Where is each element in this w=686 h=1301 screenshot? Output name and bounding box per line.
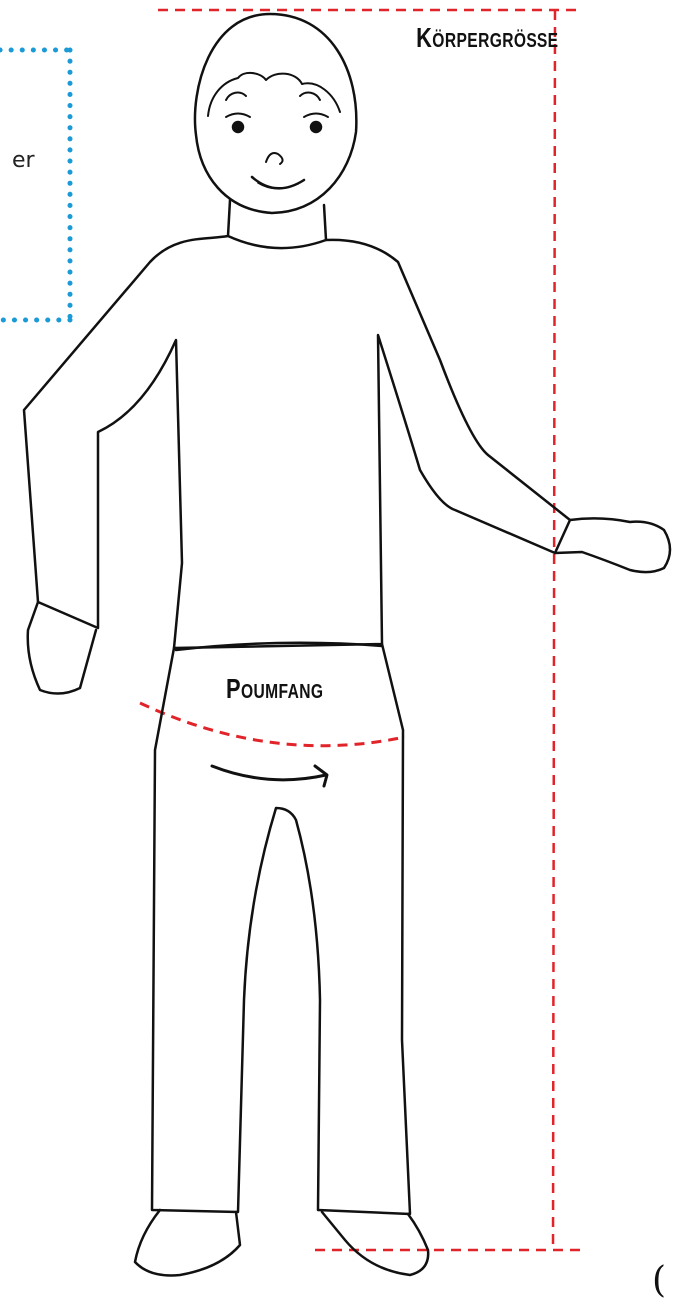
mouth <box>252 177 304 188</box>
sweater <box>24 236 570 648</box>
hip-measure-curve <box>140 703 405 746</box>
head <box>195 14 356 213</box>
hair <box>208 73 340 116</box>
left-hand <box>28 602 96 694</box>
curved-arrow-icon <box>212 766 327 786</box>
hip-circumference-label: Poumfang <box>226 673 323 705</box>
pants <box>152 644 410 1214</box>
left-shoe <box>135 1210 240 1275</box>
cut-off-text: er <box>12 148 35 173</box>
right-eye <box>311 122 321 132</box>
right-hand <box>555 518 670 572</box>
figure-outline <box>24 14 670 1275</box>
height-measure-lines <box>158 10 585 1250</box>
info-box-border <box>0 50 70 320</box>
body-height-label: Körpergröße <box>416 22 558 54</box>
corner-mark: ( <box>652 1260 666 1301</box>
left-eye <box>233 122 243 132</box>
right-shoe <box>322 1212 428 1275</box>
nose <box>266 153 283 164</box>
